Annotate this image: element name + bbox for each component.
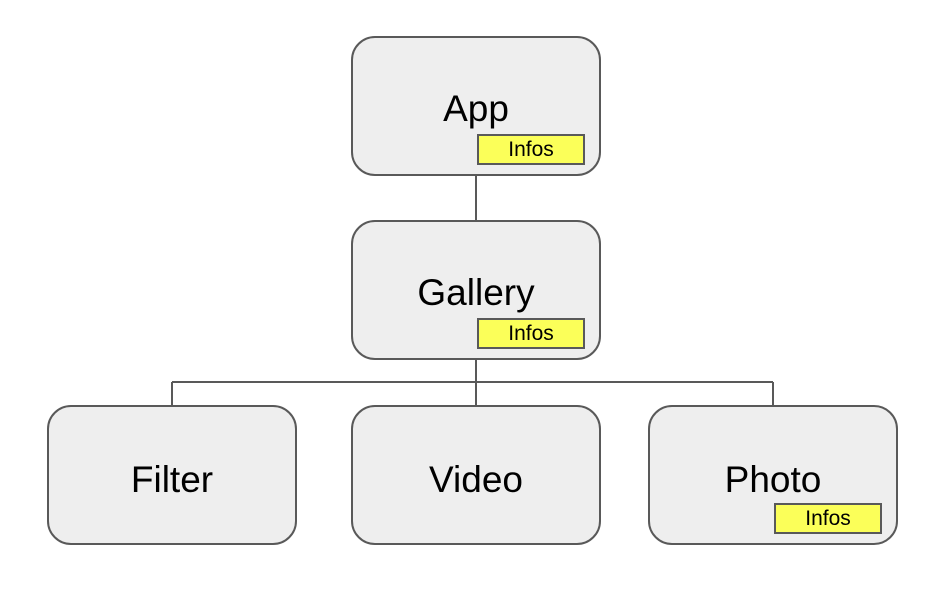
node-photo: Photo Infos [648, 405, 898, 545]
node-filter-label: Filter [130, 459, 214, 500]
node-photo-label: Photo [724, 459, 822, 500]
node-video-label: Video [429, 459, 523, 500]
node-app-infos-badge: Infos [477, 134, 585, 165]
node-gallery-infos-badge: Infos [477, 318, 585, 349]
node-video: Video [351, 405, 601, 545]
node-gallery-label: Gallery [417, 272, 535, 313]
node-app: App Infos [351, 36, 601, 176]
node-photo-infos-badge: Infos [774, 503, 882, 534]
node-app-label: App [443, 88, 509, 129]
node-filter: Filter [47, 405, 297, 545]
node-gallery: Gallery Infos [351, 220, 601, 360]
